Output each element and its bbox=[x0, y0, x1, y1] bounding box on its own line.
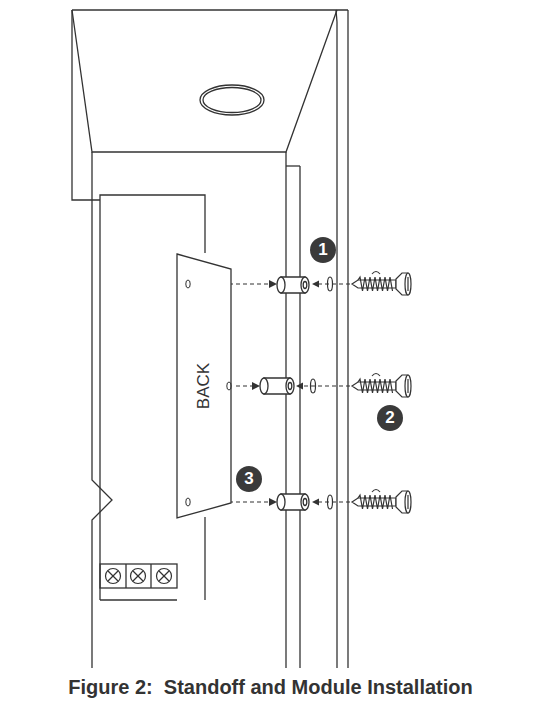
washers bbox=[311, 277, 333, 509]
screws bbox=[352, 272, 411, 514]
guide-arrowheads bbox=[252, 280, 319, 506]
standoffs bbox=[260, 277, 309, 510]
terminal-screws bbox=[106, 569, 172, 584]
callout-number: 1 bbox=[310, 237, 336, 263]
module-board: BACK bbox=[176, 253, 232, 519]
callout-number: 3 bbox=[236, 466, 262, 492]
enclosure bbox=[72, 10, 348, 668]
figure-caption: Figure 2: Standoff and Module Installati… bbox=[0, 676, 541, 699]
callout-circles bbox=[236, 237, 403, 492]
board-label: BACK bbox=[194, 363, 214, 409]
callout-number: 2 bbox=[377, 405, 403, 431]
